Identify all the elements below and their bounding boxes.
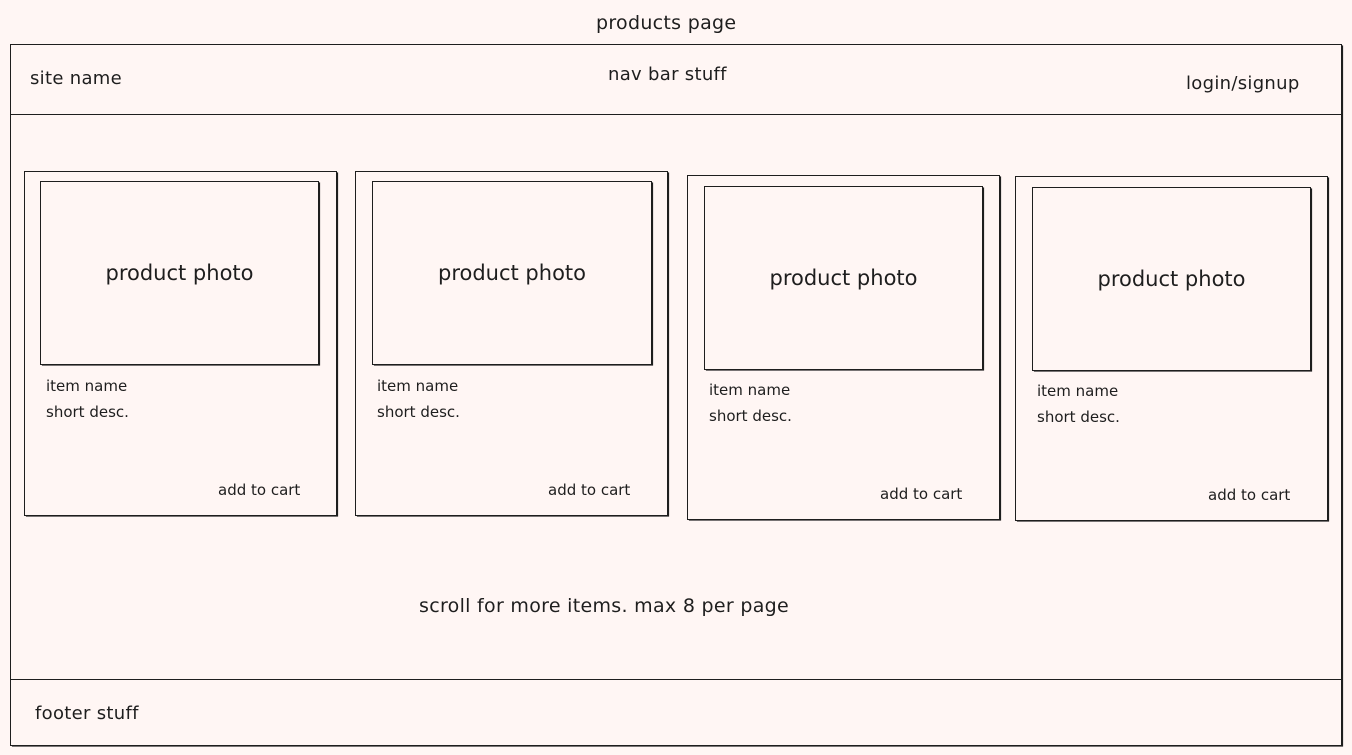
nav-bar-placeholder: nav bar stuff bbox=[608, 64, 727, 85]
item-name[interactable]: item name bbox=[377, 377, 459, 395]
page-frame bbox=[10, 44, 1342, 746]
short-description: short desc. bbox=[377, 403, 460, 421]
item-name[interactable]: item name bbox=[709, 381, 791, 399]
nav-divider bbox=[10, 114, 1341, 115]
item-name[interactable]: item name bbox=[46, 377, 128, 395]
short-description: short desc. bbox=[709, 407, 792, 425]
footer-placeholder: footer stuff bbox=[35, 703, 139, 724]
item-name[interactable]: item name bbox=[1037, 382, 1119, 400]
product-photo[interactable]: product photo bbox=[704, 186, 983, 370]
page-title: products page bbox=[596, 12, 737, 34]
product-photo-label: product photo bbox=[1097, 267, 1246, 291]
product-photo[interactable]: product photo bbox=[372, 181, 652, 365]
short-description: short desc. bbox=[46, 403, 129, 421]
login-signup-link[interactable]: login/signup bbox=[1186, 73, 1300, 94]
product-photo[interactable]: product photo bbox=[1032, 187, 1311, 371]
product-card[interactable]: product photo item name short desc. add … bbox=[24, 171, 337, 516]
site-name-link[interactable]: site name bbox=[30, 68, 122, 89]
add-to-cart-button[interactable]: add to cart bbox=[548, 481, 631, 499]
add-to-cart-button[interactable]: add to cart bbox=[218, 481, 301, 499]
footer-divider bbox=[10, 679, 1341, 680]
product-photo[interactable]: product photo bbox=[40, 181, 319, 365]
product-photo-label: product photo bbox=[769, 266, 918, 290]
product-card[interactable]: product photo item name short desc. add … bbox=[355, 171, 668, 516]
product-card[interactable]: product photo item name short desc. add … bbox=[1015, 176, 1328, 521]
scroll-note: scroll for more items. max 8 per page bbox=[419, 595, 790, 617]
short-description: short desc. bbox=[1037, 408, 1120, 426]
add-to-cart-button[interactable]: add to cart bbox=[1208, 486, 1291, 504]
add-to-cart-button[interactable]: add to cart bbox=[880, 485, 963, 503]
product-photo-label: product photo bbox=[105, 261, 254, 285]
product-photo-label: product photo bbox=[437, 261, 586, 285]
product-card[interactable]: product photo item name short desc. add … bbox=[687, 175, 1000, 520]
